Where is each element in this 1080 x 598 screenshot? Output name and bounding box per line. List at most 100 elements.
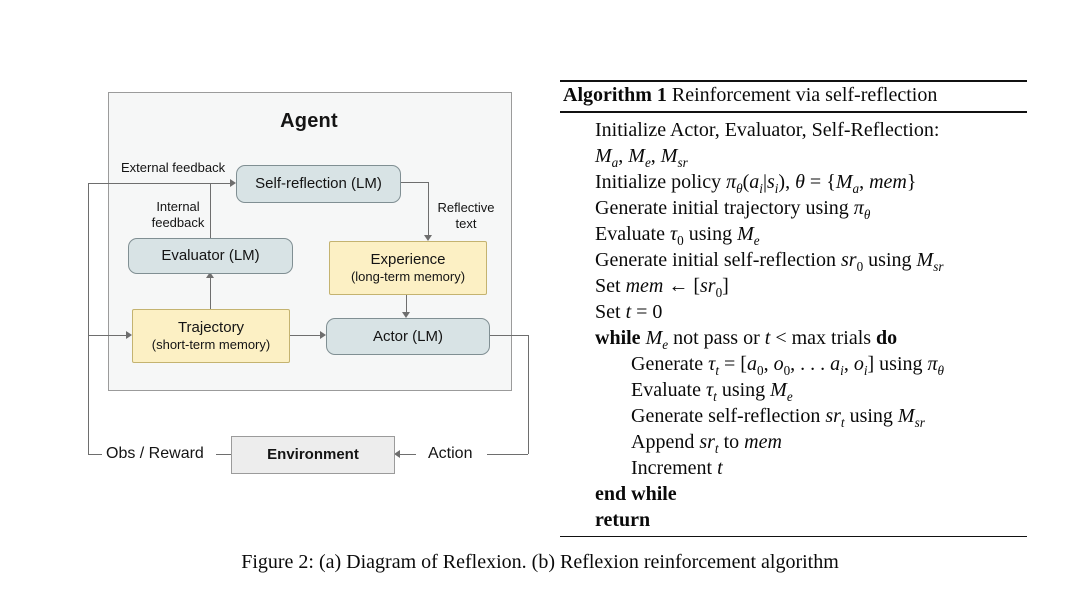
arrow-into-actor-top-icon: [402, 312, 410, 318]
actor-label: Actor (LM): [372, 327, 443, 345]
algorithm-text-segment: to: [718, 431, 745, 453]
algorithm-line: Append srt to mem: [560, 429, 1027, 455]
outer-left-line: [88, 183, 89, 454]
algorithm-text-segment: while: [595, 327, 646, 349]
selfreflection-out-line: [399, 182, 428, 183]
algorithm-text-segment: o: [773, 353, 784, 375]
evaluator-node: Evaluator (LM): [128, 238, 293, 274]
algorithm-text-segment: M: [595, 145, 612, 167]
algorithm-text-segment: ,: [763, 353, 774, 375]
trajectory-actor-line: [287, 335, 320, 336]
algorithm-text-segment: Generate initial self-reflection: [595, 249, 841, 271]
actor-out-line: [488, 335, 528, 336]
experience-actor-line: [406, 293, 407, 312]
self-reflection-node: Self-reflection (LM): [236, 165, 401, 203]
algorithm-text-segment: a: [746, 353, 757, 375]
algorithm-text-segment: Evaluate: [595, 223, 670, 245]
algorithm-text-segment: sr: [825, 405, 841, 427]
outer-right-line: [528, 335, 529, 454]
algorithm-text-segment: ,: [859, 171, 870, 193]
algorithm-text-segment: s: [766, 171, 775, 193]
algorithm-text-segment: τ: [669, 223, 678, 245]
algorithm-text-segment: do: [876, 327, 898, 349]
algorithm-text-segment: t: [713, 389, 717, 404]
label-line: text: [455, 216, 477, 231]
algorithm-text-segment: mem: [625, 275, 664, 297]
algorithm-text-segment: sr: [914, 415, 925, 430]
algorithm-line: Evaluate τt using Me: [560, 377, 1027, 403]
algorithm-line: end while: [560, 481, 1027, 507]
algorithm-mid-rule: [560, 111, 1027, 113]
algorithm-text-segment: i: [840, 363, 844, 378]
internal-feedback-label: Internal feedback: [142, 199, 214, 231]
algorithm-text-segment: M: [897, 405, 915, 427]
algorithm-text-segment: mem: [869, 171, 907, 193]
algorithm-line: Increment t: [560, 455, 1027, 481]
algorithm-text-segment: sr: [677, 155, 688, 170]
algorithm-text-segment: 0: [677, 233, 684, 248]
internal-feedback-line: [210, 183, 211, 238]
algorithm-text-segment: M: [770, 379, 787, 401]
algorithm-text-segment: t: [717, 457, 723, 479]
algorithm-text-segment: e: [662, 337, 669, 352]
algorithm-text-segment: 0: [856, 259, 864, 274]
algorithm-text-segment: return: [595, 509, 651, 531]
obs-trajectory-line: [88, 335, 126, 336]
algorithm-text-segment: a: [611, 155, 619, 170]
trajectory-node: Trajectory (short-term memory): [132, 309, 290, 363]
algorithm-text-segment: , . . .: [790, 353, 831, 375]
algorithm-text-segment: 0: [715, 285, 723, 300]
algorithm-text-segment: < max trials: [770, 327, 877, 349]
algorithm-text-segment: a: [830, 353, 841, 375]
algorithm-text-segment: Initialize policy: [595, 171, 727, 193]
algorithm-header: Algorithm 1 Reinforcement via self-refle…: [563, 84, 1027, 107]
action-right-line: [487, 454, 528, 455]
algorithm-text-segment: t: [714, 441, 719, 456]
algorithm-text-segment: θ: [795, 171, 805, 193]
algorithm-text-segment: t: [764, 327, 771, 349]
algorithm-text-segment: using: [683, 223, 738, 245]
algorithm-text-segment: ,: [618, 145, 629, 167]
env-obs-line: [216, 454, 231, 455]
algorithm-text-segment: τ: [708, 353, 716, 375]
arrow-into-trajectory-icon: [126, 331, 132, 339]
algorithm-text-segment: e: [753, 233, 760, 248]
environment-node: Environment: [231, 436, 395, 474]
algorithm-text-segment: Reinforcement via self-reflection: [666, 84, 938, 106]
algorithm-text-segment: i: [759, 181, 763, 196]
algorithm-text-segment: }: [906, 171, 917, 193]
algorithm-line: while Me not pass or t < max trials do: [560, 325, 1027, 351]
algorithm-text-segment: M: [628, 145, 645, 167]
agent-title: Agent: [280, 110, 338, 132]
algorithm-line: return: [560, 507, 1027, 533]
algorithm-text-segment: o: [853, 353, 864, 375]
trajectory-evaluator-line: [210, 278, 211, 309]
experience-node: Experience (long-term memory): [329, 241, 487, 295]
algorithm-text-segment: M: [737, 223, 754, 245]
algorithm-line: Set t = 0: [560, 299, 1027, 325]
algorithm-text-segment: θ: [937, 363, 945, 378]
algorithm-text-segment: not pass or: [668, 327, 765, 349]
algorithm-text-segment: sr: [699, 431, 715, 453]
algorithm-line: Generate initial trajectory using πθ: [560, 195, 1027, 221]
algorithm-text-segment: Set: [595, 275, 626, 297]
algorithm-text-segment: Generate: [631, 353, 709, 375]
algorithm-text-segment: M: [835, 171, 853, 193]
algorithm-text-segment: θ: [736, 181, 743, 196]
algorithm-text-segment: Set: [595, 301, 626, 323]
algorithm-text-segment: Generate self-reflection: [631, 405, 826, 427]
algorithm-text-segment: e: [644, 155, 651, 170]
algorithm-line: Generate initial self-reflection sr0 usi…: [560, 247, 1027, 273]
algorithm-text-segment: Generate initial trajectory using: [595, 197, 854, 219]
algorithm-text-segment: 0: [783, 363, 791, 378]
algorithm-body: Initialize Actor, Evaluator, Self-Reflec…: [560, 117, 1027, 533]
algorithm-text-segment: ),: [778, 171, 796, 193]
algorithm-text-segment: = 0: [631, 301, 663, 323]
algorithm-text-segment: end while: [595, 483, 677, 505]
algorithm-text-segment: Evaluate: [631, 379, 706, 401]
arrow-into-actor-left-icon: [320, 331, 326, 339]
algorithm-line: Generate self-reflection srt using Msr: [560, 403, 1027, 429]
action-left-line: [400, 454, 416, 455]
algorithm-text-segment: θ: [863, 207, 871, 222]
algorithm-line: Ma, Me, Msr: [560, 143, 1027, 169]
